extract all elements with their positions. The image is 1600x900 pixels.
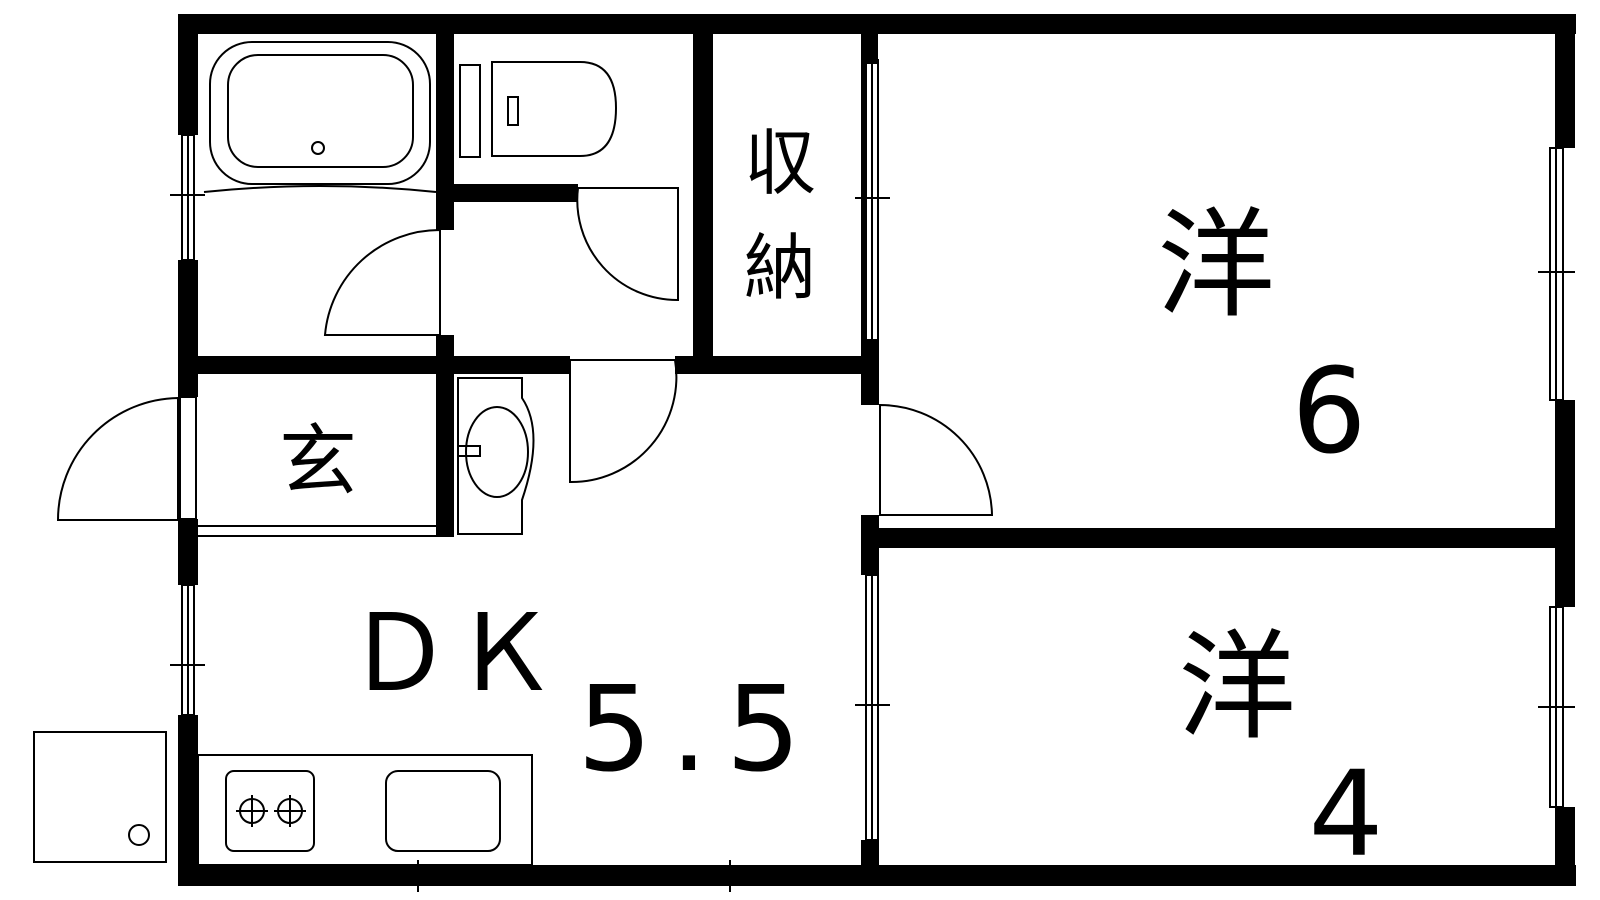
- entrance-door-swing: [56, 396, 179, 521]
- wall-west-b: [178, 260, 198, 397]
- toilet-icon: [459, 61, 618, 158]
- western-room-2-size: 4: [1308, 745, 1383, 883]
- storage-label-1: 収: [744, 121, 816, 205]
- wall-north: [178, 14, 1576, 34]
- washroom-door-swing: [569, 359, 678, 484]
- dining-kitchen-label: ＤＫ: [346, 592, 558, 715]
- wall-east-top: [1555, 14, 1575, 148]
- wall-east-bot: [1555, 807, 1575, 886]
- wall-west-a: [178, 14, 198, 135]
- storage-label-2: 納: [744, 226, 816, 310]
- washing-machine-pan-icon: [33, 731, 167, 863]
- entrance-step: [195, 525, 441, 537]
- wall-west-d: [178, 715, 198, 886]
- wall-toilet-storage: [693, 34, 713, 360]
- western-room-1-size: 6: [1291, 342, 1366, 480]
- wall-mid-c: [861, 840, 879, 870]
- western-room-1-label: 洋: [1157, 196, 1275, 334]
- toilet-door-swing: [576, 187, 679, 302]
- washbasin-icon: [457, 377, 535, 535]
- entrance-label: 玄: [279, 417, 357, 507]
- wall-east-mid: [1555, 400, 1575, 607]
- bathtub-icon: [203, 41, 437, 193]
- wall-storage-east-col: [861, 34, 865, 340]
- entrance-frame: [179, 396, 197, 520]
- wall-entrance-east: [436, 374, 454, 537]
- wall-bath-toilet: [436, 34, 454, 230]
- wall-hall-south: [675, 356, 878, 374]
- wall-west-c: [178, 519, 198, 585]
- wall-bath-south: [198, 356, 570, 374]
- wall-south: [178, 865, 1576, 886]
- bathroom-door-swing: [323, 228, 441, 336]
- kitchen-sink-icon: [385, 770, 501, 852]
- wall-rooms-divider: [879, 528, 1555, 548]
- room6-door-swing: [879, 403, 994, 516]
- dining-kitchen-size: 5.5: [577, 660, 819, 798]
- wall-toilet-south: [454, 184, 578, 202]
- walls: [178, 14, 1576, 886]
- door-swings: [56, 187, 994, 521]
- wall-storage-east: [865, 34, 878, 64]
- wall-mid-b: [861, 515, 879, 575]
- gas-stove-icon: [225, 770, 315, 852]
- western-room-2-label: 洋: [1178, 618, 1296, 756]
- wall-bath-toilet-low: [436, 335, 454, 360]
